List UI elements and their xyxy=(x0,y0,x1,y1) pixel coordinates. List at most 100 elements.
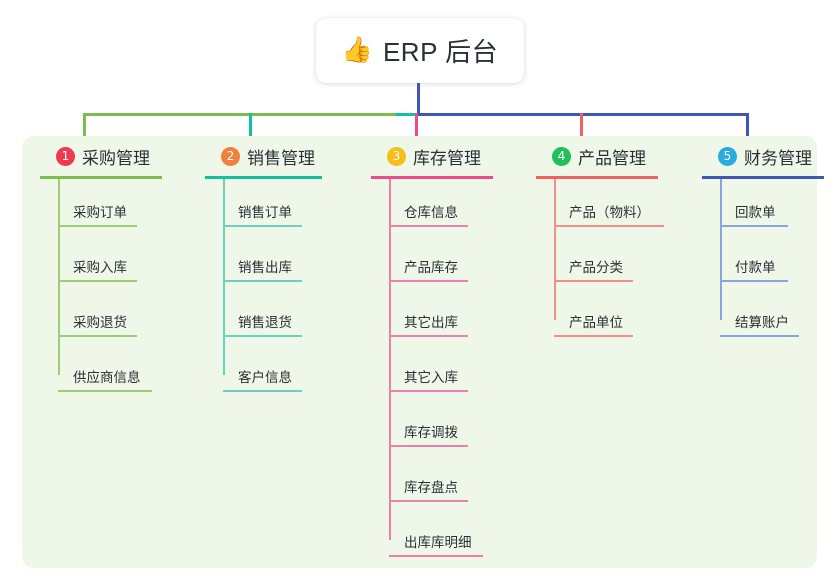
list-item-label: 其它入库 xyxy=(404,370,458,385)
list-item-label: 产品（物料） xyxy=(569,205,650,220)
column-spine xyxy=(554,179,556,320)
column-title: 产品管理 xyxy=(578,148,646,168)
list-item[interactable]: 销售出库 xyxy=(205,234,322,289)
list-item-label: 销售退货 xyxy=(238,315,292,330)
column-finance[interactable]: 5 财务管理 回款单 付款单 结算账户 xyxy=(702,143,824,344)
column-title: 库存管理 xyxy=(413,148,481,168)
column-underline xyxy=(536,176,658,179)
list-item-rule xyxy=(58,280,137,282)
drop-line-col-2 xyxy=(249,113,252,148)
list-item-rule xyxy=(720,225,788,227)
column-underline xyxy=(40,176,162,179)
list-item-label: 其它出库 xyxy=(404,315,458,330)
list-item[interactable]: 库存盘点 xyxy=(371,454,493,509)
diagram-panel xyxy=(22,136,817,568)
list-item[interactable]: 库存调拨 xyxy=(371,399,493,454)
list-item-label: 付款单 xyxy=(735,260,776,275)
list-item-rule xyxy=(389,390,468,392)
column-items: 产品（物料） 产品分类 产品单位 xyxy=(536,179,664,344)
column-spine xyxy=(389,179,391,540)
drop-line-col-5 xyxy=(746,113,749,148)
column-sales[interactable]: 2 销售管理 销售订单 销售出库 销售退货 客户信息 xyxy=(205,143,322,399)
column-title: 销售管理 xyxy=(247,148,315,168)
list-item-rule xyxy=(58,335,137,337)
list-item-label: 采购退货 xyxy=(73,315,127,330)
column-header: 2 销售管理 xyxy=(205,143,322,169)
column-purchasing[interactable]: 1 采购管理 采购订单 采购入库 采购退货 供应商信息 xyxy=(40,143,162,399)
trunk-vertical-line xyxy=(417,83,420,115)
list-item[interactable]: 产品单位 xyxy=(536,289,658,344)
list-item[interactable]: 销售退货 xyxy=(205,289,322,344)
column-spine xyxy=(58,179,60,375)
root-title: ERP 后台 xyxy=(382,37,499,67)
list-item-label: 产品单位 xyxy=(569,315,623,330)
list-item-rule xyxy=(223,225,302,227)
badge-number-4: 4 xyxy=(552,146,571,166)
list-item[interactable]: 付款单 xyxy=(702,234,824,289)
list-item[interactable]: 采购退货 xyxy=(40,289,162,344)
connector-bar-green xyxy=(83,113,398,116)
column-spine xyxy=(223,179,225,375)
list-item-label: 产品分类 xyxy=(569,260,623,275)
column-header: 3 库存管理 xyxy=(371,143,493,169)
column-inventory[interactable]: 3 库存管理 仓库信息 产品库存 其它出库 其它入库 库存调拨 库存盘点 xyxy=(371,143,493,564)
drop-line-col-3 xyxy=(415,113,418,148)
list-item[interactable]: 采购入库 xyxy=(40,234,162,289)
drop-line-col-4 xyxy=(580,113,583,148)
column-header: 4 产品管理 xyxy=(536,143,658,169)
list-item-rule xyxy=(58,390,152,392)
list-item-label: 销售订单 xyxy=(238,205,292,220)
list-item[interactable]: 其它出库 xyxy=(371,289,493,344)
list-item-label: 销售出库 xyxy=(238,260,292,275)
column-underline xyxy=(205,176,322,179)
list-item[interactable]: 供应商信息 xyxy=(40,344,162,399)
column-title: 财务管理 xyxy=(744,148,812,168)
list-item-label: 库存盘点 xyxy=(404,480,458,495)
list-item-rule xyxy=(389,445,468,447)
badge-number-3: 3 xyxy=(387,146,406,166)
list-item[interactable]: 产品库存 xyxy=(371,234,493,289)
list-item-rule xyxy=(389,500,468,502)
list-item-label: 产品库存 xyxy=(404,260,458,275)
badge-number-2: 2 xyxy=(221,146,240,166)
list-item-rule xyxy=(389,280,468,282)
list-item[interactable]: 销售订单 xyxy=(205,179,322,234)
list-item-rule xyxy=(720,280,788,282)
column-header: 1 采购管理 xyxy=(40,143,162,169)
list-item-label: 采购入库 xyxy=(73,260,127,275)
column-spine xyxy=(720,179,722,320)
list-item[interactable]: 结算账户 xyxy=(702,289,824,344)
list-item[interactable]: 出库库明细 xyxy=(371,509,493,564)
drop-line-col-1 xyxy=(83,113,86,148)
badge-number-5: 5 xyxy=(718,146,737,166)
column-header: 5 财务管理 xyxy=(702,143,824,169)
list-item[interactable]: 产品（物料） xyxy=(536,179,664,234)
list-item-rule xyxy=(223,390,302,392)
list-item-label: 客户信息 xyxy=(238,370,292,385)
list-item[interactable]: 采购订单 xyxy=(40,179,162,234)
list-item-label: 仓库信息 xyxy=(404,205,458,220)
column-product[interactable]: 4 产品管理 产品（物料） 产品分类 产品单位 xyxy=(536,143,664,344)
list-item-label: 回款单 xyxy=(735,205,776,220)
column-underline xyxy=(371,176,493,179)
column-items: 仓库信息 产品库存 其它出库 其它入库 库存调拨 库存盘点 出库库明细 xyxy=(371,179,493,564)
list-item[interactable]: 客户信息 xyxy=(205,344,322,399)
column-items: 销售订单 销售出库 销售退货 客户信息 xyxy=(205,179,322,399)
list-item[interactable]: 仓库信息 xyxy=(371,179,493,234)
list-item-label: 库存调拨 xyxy=(404,425,458,440)
list-item[interactable]: 产品分类 xyxy=(536,234,658,289)
list-item[interactable]: 回款单 xyxy=(702,179,824,234)
list-item-rule xyxy=(223,280,302,282)
thumbs-up-icon: 👍 xyxy=(341,36,373,64)
list-item-rule xyxy=(720,335,799,337)
list-item-rule xyxy=(554,280,633,282)
list-item[interactable]: 其它入库 xyxy=(371,344,493,399)
list-item-rule xyxy=(223,335,302,337)
root-node[interactable]: 👍 ERP 后台 xyxy=(316,18,524,83)
list-item-rule xyxy=(389,225,468,227)
list-item-label: 出库库明细 xyxy=(404,535,472,550)
column-items: 回款单 付款单 结算账户 xyxy=(702,179,824,344)
list-item-label: 采购订单 xyxy=(73,205,127,220)
list-item-rule xyxy=(389,335,468,337)
badge-number-1: 1 xyxy=(56,146,75,166)
